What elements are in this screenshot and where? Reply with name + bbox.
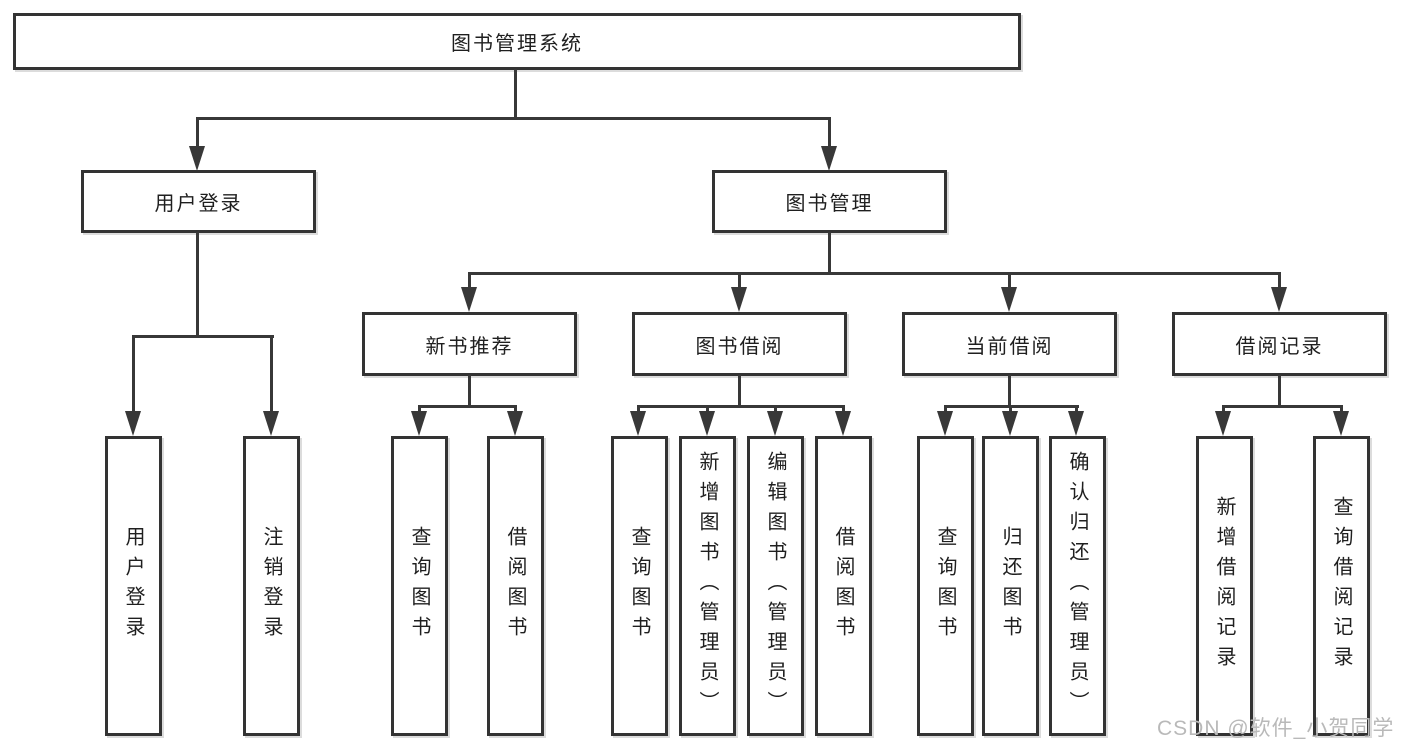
connector-line (1075, 405, 1078, 415)
connector-line (1009, 405, 1012, 415)
arrow-down-icon (411, 411, 427, 436)
leaf-query-books-3: 查询图书 (917, 436, 974, 736)
connector-line (637, 405, 845, 408)
arrow-down-icon (699, 411, 715, 436)
leaf-label: 借阅图书 (832, 526, 854, 646)
leaf-label: 查询图书 (628, 526, 650, 646)
arrow-down-icon (1271, 287, 1287, 312)
leaf-add-borrow-record: 新增借阅记录 (1196, 436, 1253, 736)
connector-line (1008, 375, 1011, 408)
node-library-system: 图书管理系统 (13, 13, 1021, 70)
leaf-borrow-books-2: 借阅图书 (815, 436, 872, 736)
arrow-down-icon (461, 287, 477, 312)
leaf-label: 用户登录 (122, 526, 144, 646)
node-current-borrow: 当前借阅 (902, 312, 1117, 376)
leaf-label: 确认归还（管理员） (1066, 451, 1088, 721)
leaf-confirm-return-admin: 确认归还（管理员） (1049, 436, 1106, 736)
connector-line (1222, 405, 1225, 415)
connector-line (1278, 272, 1281, 290)
connector-line (842, 405, 845, 415)
connector-line (1278, 375, 1281, 408)
connector-line (706, 405, 709, 415)
csdn-watermark: CSDN @软件_小贺同学 (1157, 717, 1395, 740)
connector-line (738, 272, 741, 290)
leaf-edit-books-admin: 编辑图书（管理员） (747, 436, 804, 736)
node-label: 图书借阅 (695, 335, 784, 358)
connector-line (828, 232, 831, 275)
arrow-down-icon (189, 146, 205, 171)
node-label: 借阅记录 (1235, 335, 1324, 358)
arrow-down-icon (937, 411, 953, 436)
connector-line (514, 405, 517, 415)
leaf-user-login: 用户登录 (105, 436, 162, 736)
connector-line (944, 405, 947, 415)
leaf-query-borrow-record: 查询借阅记录 (1313, 436, 1370, 736)
node-label: 图书管理 (785, 193, 874, 215)
leaf-query-books-2: 查询图书 (611, 436, 668, 736)
node-label: 图书管理系统 (451, 33, 583, 55)
node-label: 当前借阅 (965, 335, 1054, 358)
connector-line (1222, 405, 1343, 408)
leaf-label: 新增借阅记录 (1213, 496, 1235, 676)
arrow-down-icon (767, 411, 783, 436)
connector-line (468, 272, 1281, 275)
connector-line (196, 117, 199, 147)
leaf-label: 借阅图书 (504, 526, 526, 646)
connector-line (132, 335, 135, 412)
node-label: 新书推荐 (425, 335, 514, 358)
leaf-label: 编辑图书（管理员） (764, 451, 786, 721)
connector-line (468, 272, 471, 290)
arrow-down-icon (507, 411, 523, 436)
connector-line (1008, 272, 1011, 290)
arrow-down-icon (821, 146, 837, 171)
connector-line (738, 375, 741, 408)
node-book-borrow: 图书借阅 (632, 312, 847, 376)
leaf-label: 查询图书 (934, 526, 956, 646)
connector-line (270, 335, 273, 412)
connector-line (196, 232, 199, 338)
arrow-down-icon (1215, 411, 1231, 436)
arrow-down-icon (630, 411, 646, 436)
arrow-down-icon (835, 411, 851, 436)
connector-line (418, 405, 517, 408)
leaf-logout: 注销登录 (243, 436, 300, 736)
arrow-down-icon (731, 287, 747, 312)
arrow-down-icon (1068, 411, 1084, 436)
leaf-return-books: 归还图书 (982, 436, 1039, 736)
leaf-label: 查询图书 (408, 526, 430, 646)
arrow-down-icon (125, 411, 141, 436)
arrow-down-icon (263, 411, 279, 436)
node-new-book-recommend: 新书推荐 (362, 312, 577, 376)
leaf-label: 新增图书（管理员） (696, 451, 718, 721)
node-label: 用户登录 (154, 193, 243, 215)
connector-line (1340, 405, 1343, 415)
connector-line (468, 375, 471, 408)
leaf-borrow-books-1: 借阅图书 (487, 436, 544, 736)
leaf-label: 归还图书 (999, 526, 1021, 646)
connector-line (774, 405, 777, 415)
connector-line (514, 69, 517, 119)
connector-line (418, 405, 421, 415)
arrow-down-icon (1333, 411, 1349, 436)
leaf-add-books-admin: 新增图书（管理员） (679, 436, 736, 736)
connector-line (828, 117, 831, 147)
leaf-query-books-1: 查询图书 (391, 436, 448, 736)
arrow-down-icon (1001, 287, 1017, 312)
node-borrow-records: 借阅记录 (1172, 312, 1387, 376)
leaf-label: 注销登录 (260, 526, 282, 646)
arrow-down-icon (1002, 411, 1018, 436)
connector-line (637, 405, 640, 415)
leaf-label: 查询借阅记录 (1330, 496, 1352, 676)
node-user-login: 用户登录 (81, 170, 316, 233)
node-book-management: 图书管理 (712, 170, 947, 233)
connector-line (196, 117, 831, 120)
connector-line (132, 335, 274, 338)
